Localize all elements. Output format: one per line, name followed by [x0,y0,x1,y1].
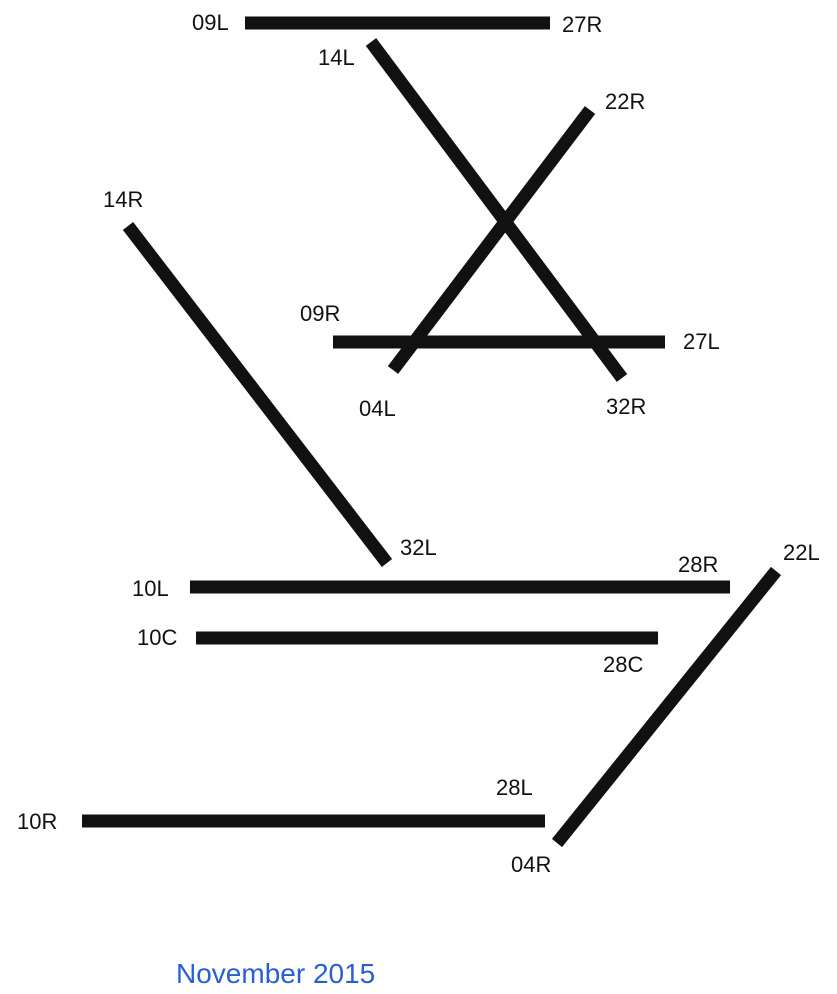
runway-end-label-10l: 10L [132,576,169,601]
runway-end-label-10c: 10C [137,625,177,650]
runway-04r-22l [551,566,782,848]
runway-end-label-22l: 22L [783,540,820,565]
runway-end-label-32r: 32R [606,394,646,419]
runway-end-label-14l: 14L [318,45,355,70]
runway-end-label-10r: 10R [17,809,57,834]
diagram-caption: November 2015 [176,958,376,989]
runway-04l-22r [387,106,596,374]
runway-end-label-27l: 27L [683,329,720,354]
runway-end-label-27r: 27R [562,12,602,37]
runway-end-label-28c: 28C [603,652,643,677]
runway-labels: 09L 27R 14L 32R 04L 22R 09R 27L 14R 32L 10L 28R 10C 2… [17,10,820,877]
runway-14r-32l [122,222,393,567]
runway-end-label-28r: 28R [678,552,718,577]
runway-end-label-22r: 22R [605,89,645,114]
runway-lines [82,16,782,848]
runway-end-label-14r: 14R [103,187,143,212]
runway-14l-32r [365,38,628,382]
runway-end-label-32l: 32L [400,535,437,560]
runway-end-label-04r: 04R [511,852,551,877]
runway-end-label-04l: 04L [359,396,396,421]
runway-end-label-09l: 09L [192,10,229,35]
runway-end-label-28l: 28L [496,775,533,800]
runway-end-label-09r: 09R [300,301,340,326]
